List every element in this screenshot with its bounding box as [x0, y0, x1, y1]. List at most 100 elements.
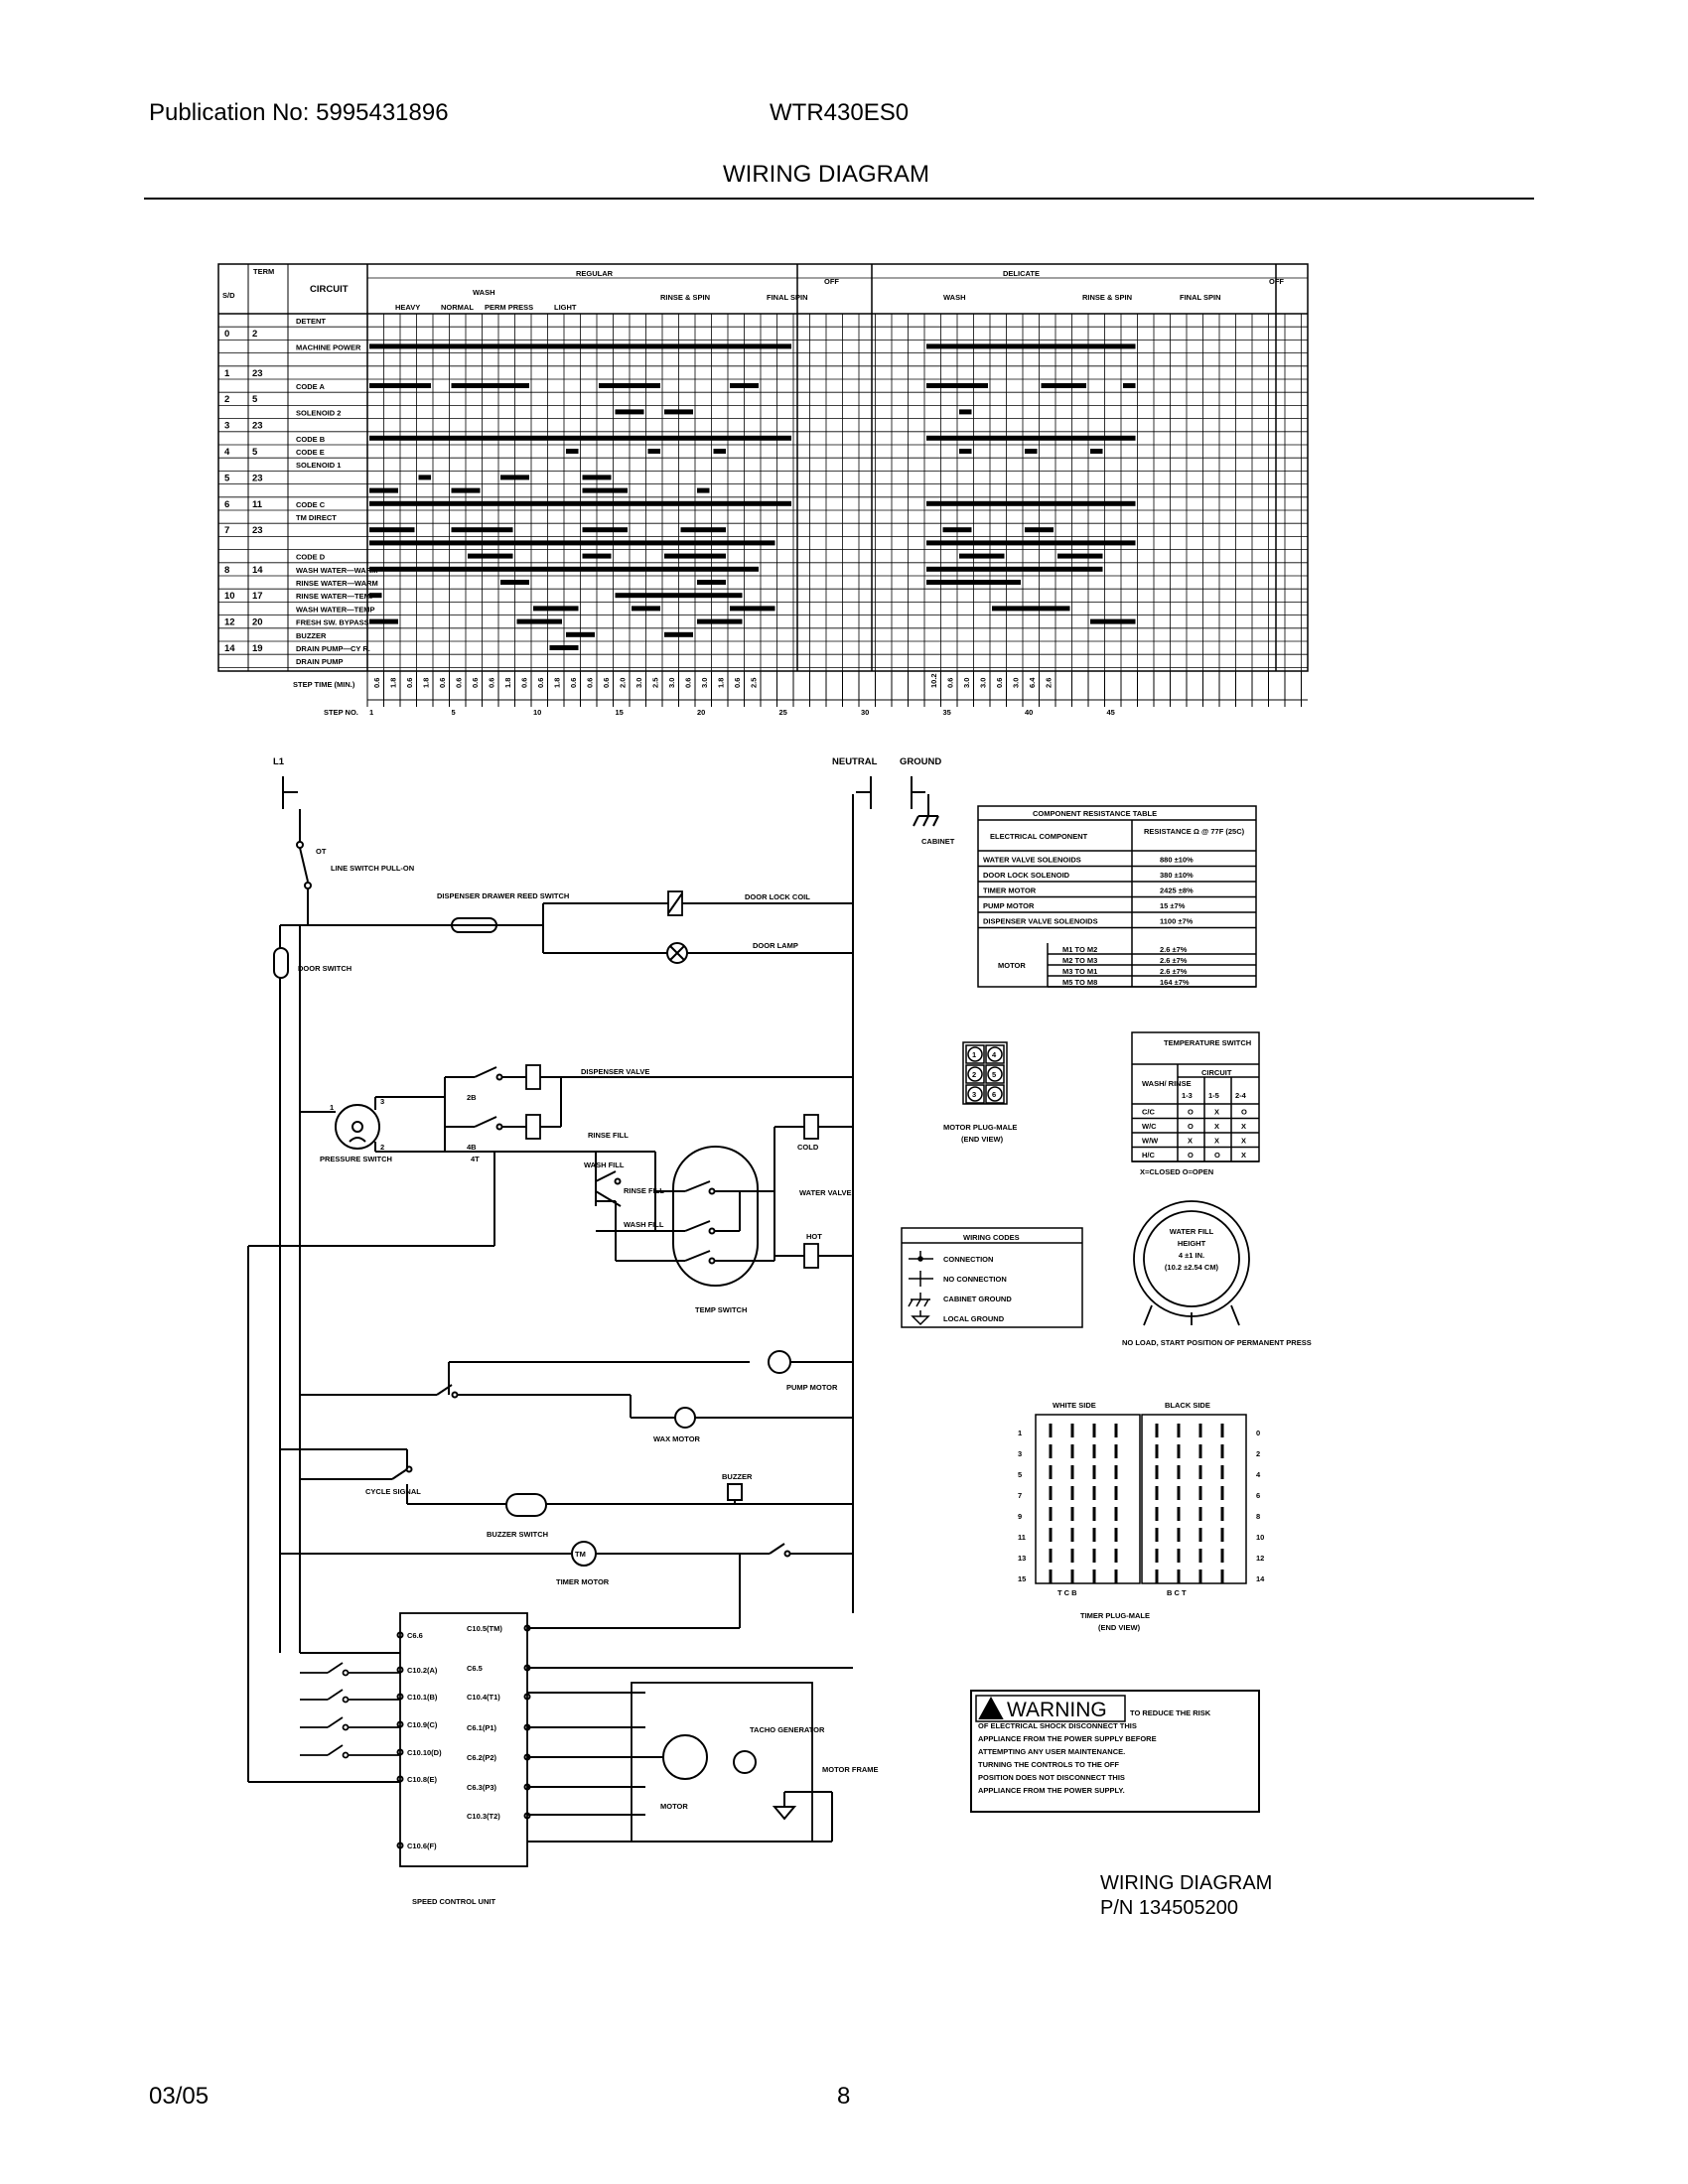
scu-left-pin-label: C10.9(C)	[407, 1720, 438, 1729]
term-header: TERM	[253, 267, 274, 276]
step-time-label: STEP TIME (MIN.)	[293, 680, 355, 689]
timer-bar	[1025, 527, 1054, 533]
ts-rinse-fill-label: RINSE FILL	[624, 1186, 664, 1195]
timer-bar	[451, 383, 529, 388]
warning-text-line: TO REDUCE THE RISK	[1130, 1708, 1211, 1717]
res-component: WATER VALVE SOLENOIDS	[983, 856, 1081, 865]
step-number: 10	[533, 708, 541, 717]
motor-plug-pin	[985, 1064, 1005, 1084]
timer-bar	[369, 383, 431, 388]
step-time-value: 0.6	[455, 678, 464, 688]
sd-value: 5	[224, 473, 230, 483]
l1-label: L1	[273, 756, 285, 767]
temp-col-header: 1-5	[1208, 1091, 1219, 1100]
timer-bar	[369, 487, 398, 493]
ps-term-1: 1	[330, 1103, 334, 1112]
timer-bar	[1041, 383, 1086, 388]
black-side-label: BLACK SIDE	[1165, 1401, 1210, 1410]
plug-right-number: 2	[1256, 1449, 1260, 1458]
buzzer-switch-label: BUZZER SWITCH	[487, 1530, 548, 1539]
cabinet-label: CABINET	[921, 837, 955, 846]
sd-value: 6	[224, 499, 229, 510]
temp-cell: X	[1188, 1137, 1193, 1146]
ps-term-3: 3	[380, 1097, 384, 1106]
plug-right-number: 6	[1256, 1491, 1260, 1500]
perm-press-label: PERM PRESS	[485, 303, 533, 312]
timer-bar	[926, 540, 1136, 546]
step-time-value: 0.6	[684, 678, 693, 688]
hot-label: HOT	[806, 1232, 822, 1241]
resistance-col2: RESISTANCE Ω @ 77F (25C)	[1144, 827, 1245, 836]
sd-value: 12	[224, 617, 235, 628]
timer-bar	[664, 553, 726, 559]
term-4b: 4B	[467, 1143, 477, 1152]
timer-bar	[1025, 449, 1038, 454]
warning-word: WARNING	[1007, 1699, 1107, 1721]
plug-left-number: 1	[1018, 1429, 1022, 1437]
timer-bar	[615, 409, 644, 415]
timer-bar	[697, 580, 726, 585]
circuit-label: SOLENOID 1	[296, 461, 341, 470]
term-value: 23	[252, 421, 263, 432]
step-time-value: 6.4	[1028, 677, 1037, 688]
temp-cell: O	[1241, 1108, 1247, 1117]
circuit-label: FRESH SW. BYPASS	[296, 618, 369, 627]
temp-row-label: W/C	[1142, 1122, 1157, 1131]
sd-value: 7	[224, 525, 229, 536]
warning-text-line: ATTEMPTING ANY USER MAINTENANCE.	[978, 1747, 1125, 1756]
timer-bar	[713, 449, 726, 454]
timer-bar	[697, 487, 710, 493]
off-label-1: OFF	[824, 277, 839, 286]
wiring-code-item: LOCAL GROUND	[943, 1314, 1005, 1323]
motor-plug-pin-number: 4	[992, 1050, 997, 1059]
timer-bar	[582, 475, 612, 480]
scu-right-pin-label: C10.3(T2)	[467, 1812, 500, 1821]
step-time-value: 0.6	[488, 678, 496, 688]
scu-left-pin-label: C6.6	[407, 1631, 423, 1640]
temp-col-header: 2-4	[1235, 1091, 1247, 1100]
motor-row-label: MOTOR	[998, 961, 1026, 970]
timer-bar	[942, 527, 972, 533]
sd-value: 3	[224, 421, 229, 432]
temp-cell: O	[1188, 1151, 1194, 1160]
motor-pair: M1 TO M2	[1062, 945, 1097, 954]
motor-plug-sub: (END VIEW)	[961, 1135, 1004, 1144]
temp-cell: O	[1188, 1122, 1194, 1131]
timer-bar	[615, 593, 743, 599]
step-time-value: 0.6	[995, 678, 1004, 688]
temp-switch-label: TEMP SWITCH	[695, 1305, 747, 1314]
timer-bar	[664, 631, 693, 637]
circuit-label: DETENT	[296, 317, 326, 326]
water-fill-line: (10.2 ±2.54 CM)	[1165, 1263, 1219, 1272]
timer-bar	[599, 383, 660, 388]
warning-text-line: APPLIANCE FROM THE POWER SUPPLY BEFORE	[978, 1734, 1157, 1743]
circuit-label: WASH WATER—WARM	[296, 566, 377, 575]
normal-label: NORMAL	[441, 303, 474, 312]
plug-right-number: 14	[1256, 1574, 1265, 1583]
temp-legend: X=CLOSED O=OPEN	[1140, 1167, 1213, 1176]
timer-bar	[566, 449, 579, 454]
term-value: 23	[252, 473, 263, 483]
step-time-value: 2.5	[651, 678, 660, 688]
motor-plug-pin-ring	[987, 1086, 1003, 1102]
motor-value: 2.6 ±7%	[1160, 945, 1188, 954]
circuit-label: DRAIN PUMP	[296, 657, 344, 666]
ts-wash-fill-label: WASH FILL	[624, 1220, 664, 1229]
term-value: 17	[252, 591, 263, 602]
step-time-value: 1.8	[553, 678, 562, 688]
timer-bar	[369, 566, 759, 572]
delicate-rinse-spin-label: RINSE & SPIN	[1082, 293, 1132, 302]
temp-cell: X	[1241, 1151, 1246, 1160]
circuit-label: CODE B	[296, 435, 326, 444]
plug-left-number: 15	[1018, 1574, 1026, 1583]
white-side-label: WHITE SIDE	[1053, 1401, 1096, 1410]
timer-motor-symbol: TM	[575, 1550, 586, 1559]
timer-bar	[418, 475, 431, 480]
temp-cell: O	[1188, 1108, 1194, 1117]
step-time-value: 2.0	[619, 678, 628, 688]
motor-value: 2.6 ±7%	[1160, 967, 1188, 976]
